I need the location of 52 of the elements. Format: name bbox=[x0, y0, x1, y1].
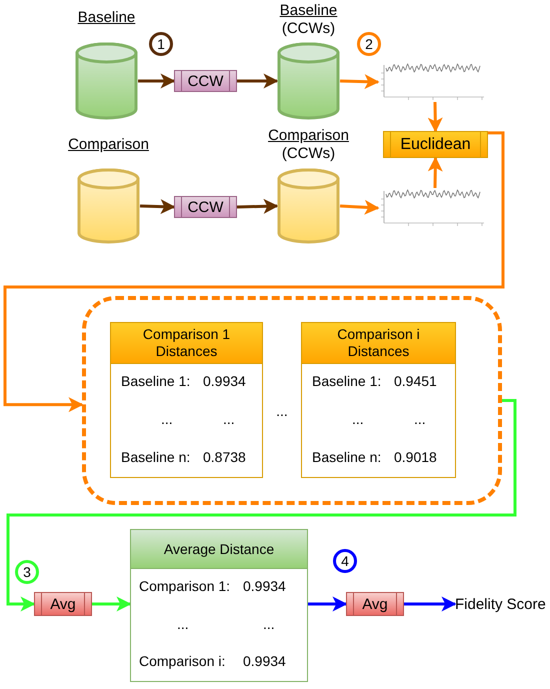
ellipsis: ... bbox=[275, 402, 289, 421]
ellipsis: ... bbox=[177, 616, 189, 632]
arrow bbox=[308, 596, 348, 612]
process-box: CCW bbox=[174, 70, 237, 92]
ellipsis: ... bbox=[161, 411, 173, 427]
distance-value: 0.9934 bbox=[243, 578, 286, 594]
step-number: 3 bbox=[15, 560, 39, 584]
output-label: Fidelity Score bbox=[455, 596, 546, 612]
distance-value: 0.9451 bbox=[394, 373, 437, 389]
arrow bbox=[92, 596, 132, 612]
arrow bbox=[237, 74, 278, 88]
row-label: Baseline n: bbox=[312, 449, 382, 465]
step-number: 4 bbox=[333, 549, 357, 573]
arrow bbox=[428, 156, 443, 188]
ellipsis: ... bbox=[263, 616, 275, 632]
arrow bbox=[6, 399, 516, 612]
dataset-heading: Comparison bbox=[268, 127, 349, 145]
arrow bbox=[340, 200, 380, 215]
distance-value: 0.9934 bbox=[243, 653, 286, 669]
arrow bbox=[4, 131, 504, 412]
table-header: Comparison i Distances bbox=[302, 323, 455, 364]
distance-value: 0.9018 bbox=[394, 449, 437, 465]
dataset-subheading: (CCWs) bbox=[280, 145, 336, 163]
process-box: CCW bbox=[174, 196, 237, 218]
dataset-heading: Baseline bbox=[280, 2, 338, 20]
arrow bbox=[236, 198, 278, 214]
step-number: 1 bbox=[149, 32, 173, 56]
row-label: Baseline n: bbox=[121, 449, 190, 465]
ellipsis: ... bbox=[352, 411, 364, 427]
process-box: Avg bbox=[34, 592, 92, 616]
arrow bbox=[340, 74, 380, 90]
row-label: Comparison 1: bbox=[139, 578, 230, 594]
arrow bbox=[140, 199, 176, 214]
distance-value: 0.8738 bbox=[203, 449, 246, 465]
arrow bbox=[138, 74, 176, 88]
arrow bbox=[404, 596, 456, 612]
ellipsis: ... bbox=[414, 411, 426, 427]
process-box: Euclidean bbox=[383, 131, 488, 158]
table-header: Comparison 1 Distances bbox=[111, 323, 262, 364]
arrow bbox=[428, 102, 443, 132]
distance-value: 0.9934 bbox=[203, 373, 246, 389]
dataset-heading: Baseline bbox=[78, 9, 136, 27]
process-box: Avg bbox=[346, 592, 404, 616]
step-number: 2 bbox=[357, 32, 381, 56]
dataset-heading: Comparison bbox=[68, 136, 149, 154]
row-label: Baseline 1: bbox=[312, 373, 382, 389]
row-label: Comparison i: bbox=[139, 653, 226, 669]
row-label: Baseline 1: bbox=[121, 373, 190, 389]
dataset-subheading: (CCWs) bbox=[280, 20, 336, 38]
ellipsis: ... bbox=[223, 411, 235, 427]
dashed-group bbox=[82, 296, 502, 505]
table-header: Average Distance bbox=[131, 530, 307, 569]
